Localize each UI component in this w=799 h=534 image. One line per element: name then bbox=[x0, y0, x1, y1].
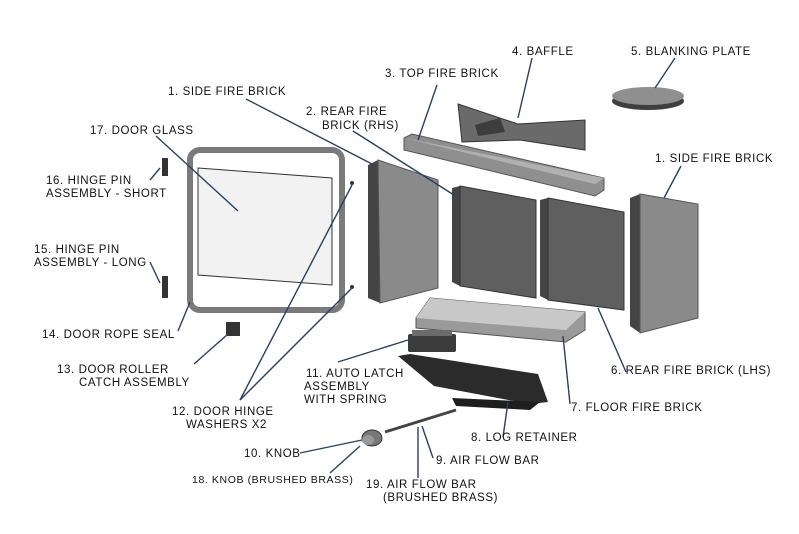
door-roller-catch bbox=[226, 322, 240, 336]
auto-latch-assembly bbox=[408, 330, 456, 352]
label-door-roller-catch-1: 13. DOOR ROLLER bbox=[57, 364, 169, 376]
label-auto-latch-2: ASSEMBLY bbox=[304, 381, 370, 393]
label-door-glass: 17. DOOR GLASS bbox=[90, 125, 194, 137]
label-door-hinge-washers-2: WASHERS X2 bbox=[186, 419, 267, 431]
label-auto-latch-3: WITH SPRING bbox=[304, 394, 388, 406]
label-floor-fire-brick: 7. FLOOR FIRE BRICK bbox=[571, 402, 703, 414]
label-knob-brass: 18. KNOB (BRUSHED BRASS) bbox=[192, 474, 354, 486]
top-fire-brick bbox=[403, 133, 605, 197]
label-air-flow-bar-brass-1: 19. AIR FLOW BAR bbox=[366, 479, 477, 491]
label-air-flow-bar-brass-2: (BRUSHED BRASS) bbox=[383, 492, 499, 504]
label-knob: 10. KNOB bbox=[244, 448, 301, 460]
floor-fire-brick bbox=[415, 297, 586, 343]
hinge-pin-long bbox=[162, 276, 168, 298]
label-top-fire-brick: 3. TOP FIRE BRICK bbox=[385, 68, 499, 80]
label-side-fire-brick-right: 1. SIDE FIRE BRICK bbox=[655, 153, 774, 165]
log-retainer bbox=[398, 354, 548, 410]
label-auto-latch-1: 11. AUTO LATCH bbox=[306, 368, 404, 380]
label-hinge-pin-short-2: ASSEMBLY - SHORT bbox=[46, 188, 167, 200]
label-blanking-plate: 5. BLANKING PLATE bbox=[631, 46, 751, 58]
blanking-plate bbox=[612, 87, 684, 110]
baffle bbox=[457, 103, 586, 151]
label-door-hinge-washers-1: 12. DOOR HINGE bbox=[172, 406, 274, 418]
air-flow-bar bbox=[384, 408, 457, 434]
rear-fire-brick-rhs bbox=[452, 185, 537, 299]
knob bbox=[361, 429, 383, 447]
label-door-roller-catch-2: CATCH ASSEMBLY bbox=[79, 377, 190, 389]
rear-fire-brick-lhs bbox=[540, 197, 625, 311]
label-rear-fire-brick-rhs-1: 2. REAR FIRE bbox=[306, 106, 388, 118]
label-door-rope-seal: 14. DOOR ROPE SEAL bbox=[42, 329, 175, 341]
leader-lines bbox=[149, 57, 682, 478]
label-rear-fire-brick-lhs: 6. REAR FIRE BRICK (LHS) bbox=[611, 365, 772, 377]
label-side-fire-brick-left: 1. SIDE FIRE BRICK bbox=[168, 86, 287, 98]
label-log-retainer: 8. LOG RETAINER bbox=[471, 432, 578, 444]
side-fire-brick-left bbox=[368, 159, 439, 304]
label-air-flow-bar: 9. AIR FLOW BAR bbox=[436, 455, 540, 467]
label-hinge-pin-long-1: 15. HINGE PIN bbox=[34, 244, 120, 256]
label-rear-fire-brick-rhs-2: BRICK (RHS) bbox=[322, 120, 399, 132]
side-fire-brick-right bbox=[630, 193, 699, 334]
door-hinge-washers bbox=[350, 181, 354, 289]
label-hinge-pin-long-2: ASSEMBLY - LONG bbox=[34, 257, 147, 269]
label-baffle: 4. BAFFLE bbox=[512, 46, 574, 58]
hinge-pin-short bbox=[162, 158, 168, 176]
door-assembly bbox=[187, 147, 345, 313]
label-hinge-pin-short-1: 16. HINGE PIN bbox=[46, 175, 132, 187]
